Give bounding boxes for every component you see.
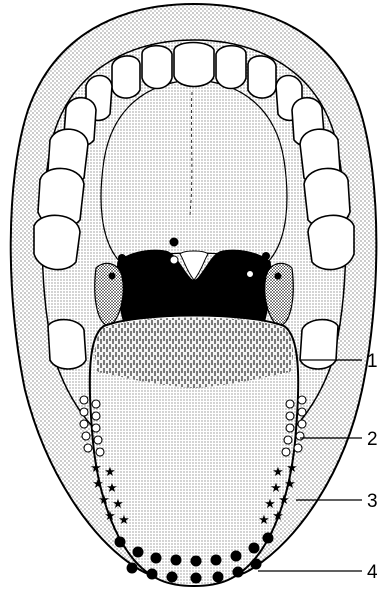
svg-text:★: ★ [258, 513, 270, 528]
tooth [34, 215, 80, 269]
svg-text:★: ★ [272, 465, 284, 480]
dot-marker [262, 252, 270, 260]
hard-palate [101, 80, 287, 262]
open-circle-marker [247, 271, 254, 278]
svg-text:★: ★ [104, 509, 116, 524]
svg-text:★: ★ [286, 461, 298, 476]
label-3: 3 [367, 491, 378, 512]
tooth [308, 215, 354, 269]
svg-text:★: ★ [92, 477, 104, 492]
svg-text:★: ★ [98, 493, 110, 508]
label-4: 4 [367, 562, 378, 583]
dot-marker [118, 254, 126, 262]
dot-marker [275, 273, 282, 280]
tooth [300, 320, 338, 369]
svg-text:★: ★ [90, 461, 102, 476]
tooth [174, 43, 214, 87]
label-2: 2 [367, 429, 378, 450]
tooth [112, 56, 140, 98]
tooth [216, 46, 246, 89]
tooth [248, 56, 276, 98]
svg-text:★: ★ [118, 513, 130, 528]
tooth [142, 46, 172, 89]
svg-text:★: ★ [278, 493, 290, 508]
dot-marker [109, 273, 116, 280]
open-circle-marker [170, 256, 178, 264]
svg-text:★: ★ [104, 465, 116, 480]
tooth [48, 320, 86, 369]
tongue-posterior-papillae [95, 318, 293, 389]
svg-text:★: ★ [284, 477, 296, 492]
label-1: 1 [367, 351, 378, 372]
svg-text:★: ★ [272, 509, 284, 524]
dot-marker [170, 238, 179, 247]
